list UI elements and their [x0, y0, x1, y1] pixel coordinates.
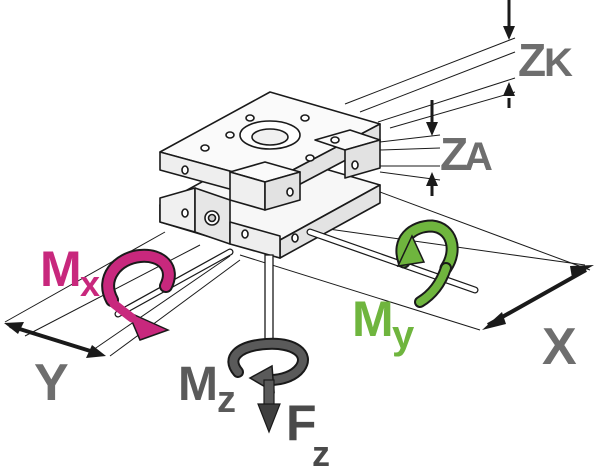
x-axis-label: X: [542, 318, 577, 376]
mz-label: M z: [178, 358, 236, 421]
my-label-sub: y: [392, 313, 415, 357]
my-moment-arrow-icon: [395, 219, 459, 308]
mz-label-main: M: [178, 358, 218, 411]
fz-label-main: F: [286, 395, 317, 451]
za-label-sub: A: [464, 135, 493, 179]
zk-label: Z K: [518, 34, 573, 86]
za-label-main: Z: [440, 128, 468, 180]
zk-label-main: Z: [518, 34, 546, 86]
sensor-block: [159, 91, 381, 259]
fz-label-sub: z: [312, 433, 330, 470]
mz-label-sub: z: [217, 379, 236, 421]
y-axis-label: Y: [34, 354, 69, 412]
mx-label: M x: [40, 241, 100, 304]
axis-rods: [114, 228, 479, 346]
x-dimension-arrow: [482, 265, 594, 330]
fz-force-arrow-icon: [257, 379, 281, 434]
za-dimension-arrows: [426, 100, 438, 196]
my-label: M y: [352, 291, 415, 357]
y-dimension-arrow: [4, 322, 106, 358]
za-label: Z A: [440, 128, 493, 180]
zk-dimension-arrows: [503, 0, 515, 108]
mx-label-sub: x: [80, 263, 100, 304]
mx-moment-arrow-icon: [101, 248, 176, 341]
fz-label: F z: [286, 395, 330, 470]
mx-label-main: M: [40, 241, 82, 297]
zk-label-sub: K: [544, 41, 573, 85]
my-label-main: M: [352, 291, 394, 347]
